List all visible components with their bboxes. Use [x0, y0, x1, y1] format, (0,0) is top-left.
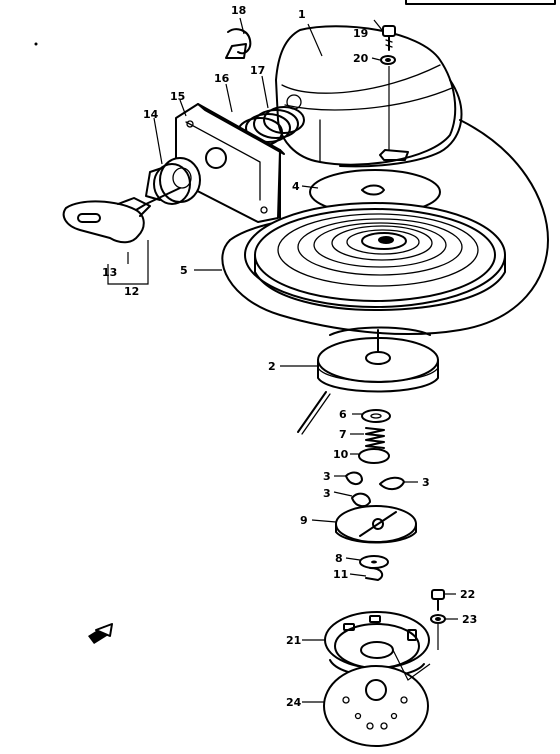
callout-7: 7 — [339, 428, 347, 441]
part-8-washer — [359, 555, 389, 569]
callout-22: 22 — [460, 588, 475, 601]
callout-11: 11 — [333, 568, 348, 581]
part-18-clip — [225, 28, 252, 59]
callout-12: 12 — [124, 285, 139, 298]
callout-6: 6 — [339, 408, 347, 421]
part-10-ring — [358, 448, 390, 464]
callout-23: 23 — [462, 613, 477, 626]
part-20-washer — [380, 55, 396, 65]
callout-19: 19 — [353, 27, 368, 40]
callout-10: 10 — [333, 448, 349, 461]
part-14-grommet — [145, 157, 201, 205]
part-5-spring-reel — [244, 202, 506, 311]
part-2-pulley — [297, 326, 439, 435]
part-19-bolt — [382, 25, 396, 51]
callout-8: 8 — [335, 552, 343, 565]
direction-arrow-icon — [88, 623, 113, 644]
part-13-handle — [62, 187, 181, 244]
callout-21: 21 — [286, 634, 301, 647]
callout-13: 13 — [102, 266, 117, 279]
callout-3-upper: 3 — [323, 470, 331, 483]
callout-18: 18 — [231, 4, 246, 17]
part-6-washer — [361, 409, 391, 423]
callout-4: 4 — [292, 180, 300, 193]
callout-20: 20 — [353, 52, 369, 65]
callout-16: 16 — [214, 72, 230, 85]
part-1-starter-cover — [275, 25, 463, 168]
part-3-pawls — [345, 471, 405, 508]
part-11-clip — [365, 567, 384, 581]
stray-dot — [34, 42, 38, 46]
callout-17: 17 — [250, 64, 265, 77]
callout-3-right: 3 — [422, 476, 430, 489]
callout-1: 1 — [298, 8, 306, 21]
callout-14: 14 — [143, 108, 159, 121]
part-22-bolt — [431, 589, 445, 611]
callout-9: 9 — [300, 514, 308, 527]
part-23-washer — [430, 614, 446, 624]
part-24-base — [323, 665, 429, 747]
part-7-spring — [365, 427, 385, 449]
corner-frame — [405, 0, 556, 5]
callout-24: 24 — [286, 696, 302, 709]
part-9-ratchet — [335, 505, 417, 544]
leader-lines — [107, 17, 458, 703]
callout-3-lower: 3 — [323, 487, 331, 500]
callout-5: 5 — [180, 264, 188, 277]
callout-15: 15 — [170, 90, 185, 103]
callout-2: 2 — [268, 360, 276, 373]
